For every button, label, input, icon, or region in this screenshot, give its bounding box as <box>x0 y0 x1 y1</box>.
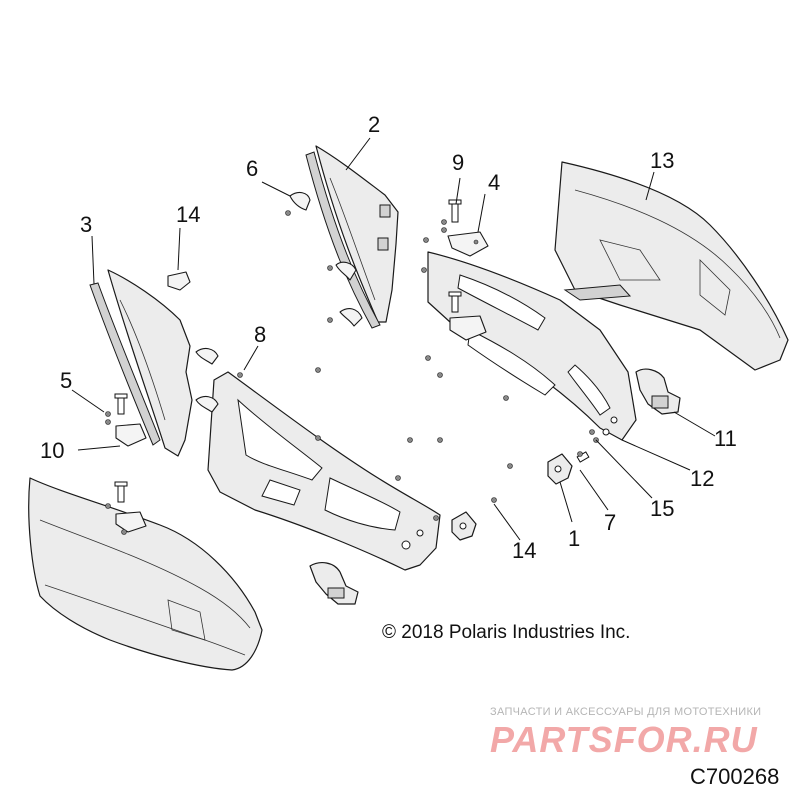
hinge-left-lower <box>115 511 147 533</box>
callout-14-lower: 14 <box>512 538 536 563</box>
door-latch-front <box>309 562 359 605</box>
callout-1: 1 <box>568 526 580 551</box>
callout-5: 5 <box>60 368 72 393</box>
hinge-rear-lower <box>449 315 487 341</box>
door-lower-panel-front <box>28 477 263 671</box>
callout-6: 6 <box>246 156 258 181</box>
leader-lines <box>71 137 716 541</box>
callout-14-upper: 14 <box>176 202 200 227</box>
callout-11: 11 <box>714 426 737 451</box>
hinge-left-upper <box>115 423 147 447</box>
bolt-5-lower <box>114 481 128 503</box>
callout-4: 4 <box>488 170 500 195</box>
copyright-notice: © 2018 Polaris Industries Inc. <box>382 622 631 643</box>
door-frame-center <box>207 371 441 571</box>
callout-8: 8 <box>254 322 266 347</box>
callout-15: 15 <box>650 496 674 521</box>
watermark-subtitle: ЗАПЧАСТИ И АКСЕССУАРЫ ДЛЯ МОТОТЕХНИКИ <box>490 706 762 718</box>
callout-9: 9 <box>452 150 464 175</box>
window-panel-upper <box>305 145 399 329</box>
callout-13: 13 <box>650 148 674 173</box>
bolt-5 <box>114 393 128 415</box>
callout-10: 10 <box>40 438 64 463</box>
clip-8-a <box>195 347 219 365</box>
door-upper-panel-left <box>89 269 193 457</box>
striker-bracket <box>547 453 573 485</box>
callout-12: 12 <box>690 466 714 491</box>
clip-8-b <box>195 395 219 413</box>
striker-bracket-front <box>451 511 477 541</box>
callout-labels: 2 3 4 5 6 7 8 9 10 11 12 13 14 14 15 1 <box>40 112 737 563</box>
callout-2: 2 <box>368 112 380 137</box>
bolt-9 <box>448 199 462 223</box>
diagram-code: C700268 <box>690 764 780 789</box>
bolt-9-lower <box>448 291 462 313</box>
callout-7: 7 <box>604 510 616 535</box>
clip-14-upper <box>167 271 191 291</box>
hinge-rear-upper <box>447 231 489 257</box>
watermark-logo: PARTSFOR.RU <box>490 719 758 760</box>
clip-6 <box>289 191 311 211</box>
screw-set <box>105 210 599 535</box>
door-latch-rear <box>635 368 681 415</box>
callout-3: 3 <box>80 212 92 237</box>
door-frame-rear <box>427 251 637 441</box>
rear-upper-panel <box>554 161 789 371</box>
